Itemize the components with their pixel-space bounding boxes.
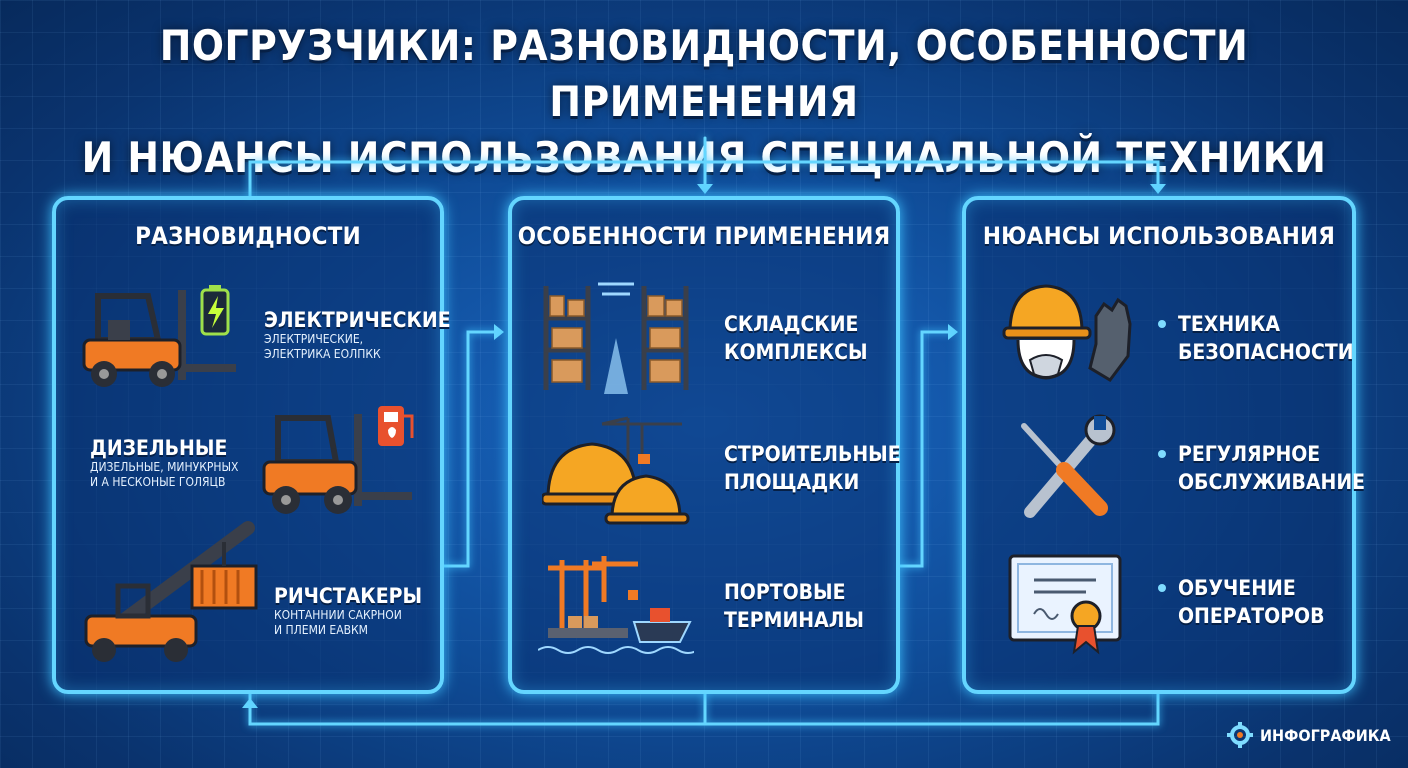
- type-diesel-sub2: И А НЕСКОНЫЕ ГОЛЯЦВ: [90, 475, 226, 489]
- wrench-screwdriver-icon: [1021, 414, 1116, 518]
- bullet-dot: [1158, 320, 1166, 328]
- electric-forklift-icon: [82, 285, 236, 387]
- application-construction-line1: СТРОИТЕЛЬНЫЕ: [724, 442, 901, 466]
- nuance-training-line1: ОБУЧЕНИЕ: [1178, 576, 1296, 600]
- reach-stacker-icon: [84, 521, 258, 662]
- type-item-electric: ЭЛЕКТРИЧЕСКИЕ ЭЛЕКТРИЧЕСКИЕ, ЭЛЕКТРИКА Е…: [264, 308, 451, 362]
- nuance-maintenance-line1: РЕГУЛЯРНОЕ: [1178, 442, 1321, 466]
- application-port-line1: ПОРТОВЫЕ: [724, 580, 846, 604]
- type-reachstacker-name: РИЧСТАКЕРЫ: [274, 584, 423, 608]
- nuance-maintenance-line2: ОБСЛУЖИВАНИЕ: [1178, 470, 1366, 494]
- panel-types-title: РАЗНОВИДНОСТИ: [135, 222, 361, 250]
- nuance-safety-line1: ТЕХНИКА: [1178, 312, 1281, 336]
- title-line-1: ПОГРУЗЧИКИ: РАЗНОВИДНОСТИ, ОСОБЕННОСТИ П…: [159, 21, 1249, 126]
- panel-types: РАЗНОВИДНОСТИ ЭЛЕКТРИЧЕСКИЕ ЭЛЕКТРИЧЕСКИ…: [52, 196, 451, 694]
- diesel-forklift-icon: [262, 406, 414, 514]
- type-reachstacker-sub2: И ПЛЕМИ ЕАВКМ: [274, 623, 368, 637]
- nuance-safety-line2: БЕЗОПАСНОСТИ: [1178, 340, 1354, 364]
- type-electric-sub1: ЭЛЕКТРИЧЕСКИЕ,: [264, 332, 364, 346]
- nuance-item-maintenance: РЕГУЛЯРНОЕ ОБСЛУЖИВАНИЕ: [1158, 440, 1365, 496]
- construction-icon: [542, 416, 690, 525]
- brand-badge: ИНФОГРАФИКА: [1226, 721, 1391, 749]
- nuance-item-safety: ТЕХНИКА БЕЗОПАСНОСТИ: [1158, 310, 1354, 366]
- application-port-line2: ТЕРМИНАЛЫ: [724, 608, 864, 632]
- gear-icon: [1227, 722, 1253, 748]
- type-item-diesel: ДИЗЕЛЬНЫЕ ДИЗЕЛЬНЫЕ, МИНУКРНЫХ И А НЕСКО…: [90, 436, 238, 490]
- type-diesel-name: ДИЗЕЛЬНЫЕ: [90, 436, 228, 460]
- application-warehouse-line2: КОМПЛЕКСЫ: [724, 340, 868, 364]
- application-warehouse-line1: СКЛАДСКИЕ: [724, 312, 859, 336]
- panel-applications: ОСОБЕННОСТИ ПРИМЕНЕНИЯ СКЛАДСКИЕ КОМПЛЕК…: [508, 196, 901, 694]
- type-electric-name: ЭЛЕКТРИЧЕСКИЕ: [264, 308, 451, 332]
- nuance-item-training: ОБУЧЕНИЕ ОПЕРАТОРОВ: [1158, 574, 1325, 630]
- application-item-construction: СТРОИТЕЛЬНЫЕ ПЛОЩАДКИ: [724, 440, 901, 496]
- port-terminal-icon: [538, 556, 694, 654]
- type-diesel-sub1: ДИЗЕЛЬНЫЕ, МИНУКРНЫХ: [90, 460, 239, 474]
- certificate-icon: [1008, 554, 1122, 655]
- application-item-warehouse: СКЛАДСКИЕ КОМПЛЕКСЫ: [724, 310, 868, 366]
- panel-applications-title: ОСОБЕННОСТИ ПРИМЕНЕНИЯ: [517, 222, 891, 250]
- panel-nuances-title: НЮАНСЫ ИСПОЛЬЗОВАНИЯ: [982, 222, 1336, 250]
- bullet-dot: [1158, 450, 1166, 458]
- type-electric-sub2: ЭЛЕКТРИКА ЕОЛПКК: [264, 347, 381, 361]
- type-item-reachstacker: РИЧСТАКЕРЫ КОНТАННИИ САКРНОИ И ПЛЕМИ ЕАВ…: [274, 584, 422, 638]
- bullet-dot: [1158, 584, 1166, 592]
- safety-helmet-icon: [1002, 284, 1132, 382]
- application-item-port: ПОРТОВЫЕ ТЕРМИНАЛЫ: [724, 578, 864, 634]
- type-reachstacker-sub1: КОНТАННИИ САКРНОИ: [274, 608, 402, 622]
- application-construction-line2: ПЛОЩАДКИ: [724, 470, 860, 494]
- nuance-training-line2: ОПЕРАТОРОВ: [1178, 604, 1325, 628]
- brand-label: ИНФОГРАФИКА: [1260, 725, 1391, 745]
- warehouse-icon: [543, 282, 689, 394]
- panel-nuances: НЮАНСЫ ИСПОЛЬЗОВАНИЯ ТЕХНИКА БЕЗОПАСНОСТ…: [962, 196, 1365, 694]
